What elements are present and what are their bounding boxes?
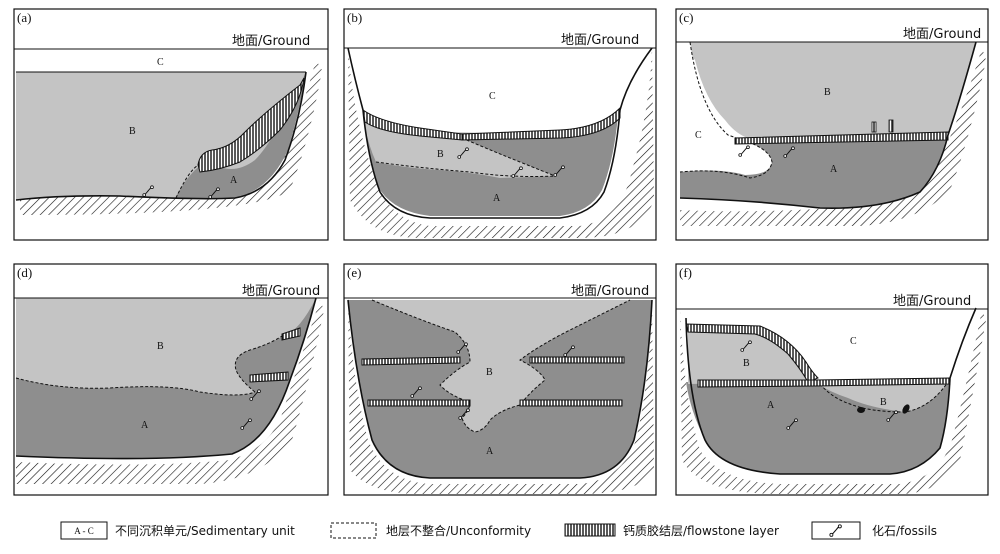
panel-b-ground-label: 地面/Ground (561, 33, 639, 48)
panel-e-unit-b: B (486, 367, 493, 378)
panel-b-label: (b) (347, 10, 362, 25)
legend-flowstone-swatch (564, 523, 616, 537)
panel-d-label: (d) (17, 265, 32, 280)
panel-f-unit-c: C (850, 336, 857, 347)
panel-b-unit-a: A (493, 193, 501, 204)
legend-unconformity-swatch (330, 522, 377, 539)
legend-fossil-text: 化石/fossils (872, 524, 937, 538)
panel-f-unit-a: A (767, 400, 775, 411)
panel-f-unit-b-lower: B (880, 397, 887, 408)
legend-unit-text: 不同沉积单元/Sedimentary unit (115, 524, 295, 538)
panel-f: (f) 地面/Ground C B A B (675, 263, 989, 496)
panel-d-ground-label: 地面/Ground (242, 284, 320, 299)
panel-e-unit-a: A (486, 446, 494, 457)
panel-b-unit-b: B (437, 149, 444, 160)
panel-c: (c) 地面/Ground B C A (675, 8, 989, 241)
panel-b: (b) 地面/Ground C B A (343, 8, 657, 241)
legend-flowstone-text: 钙质胶结层/flowstone layer (623, 523, 779, 538)
panel-c-label: (c) (679, 10, 693, 25)
panel-a-unit-a: A (230, 175, 238, 186)
panel-f-ground-label: 地面/Ground (893, 294, 971, 309)
legend-unit-box (60, 521, 108, 540)
panel-d: (d) 地面/Ground B A (13, 263, 329, 496)
panel-c-unit-a: A (830, 164, 838, 175)
legend: A - C 不同沉积单元/Sedimentary unit 地层不整合/Unco… (60, 521, 937, 540)
panel-a-ground-label: 地面/Ground (232, 34, 310, 49)
panel-c-ground-label: 地面/Ground (903, 27, 981, 42)
panel-e-label: (e) (347, 265, 361, 280)
panel-a-label: (a) (17, 10, 31, 25)
legend-unconformity-text: 地层不整合/Unconformity (386, 523, 531, 538)
panel-e: (e) 地面/Ground B A (343, 263, 657, 496)
panel-b-unit-c: C (489, 91, 496, 102)
panel-f-unit-b-upper: B (743, 358, 750, 369)
panel-a-unit-c: C (157, 57, 164, 68)
panel-f-label: (f) (679, 265, 692, 280)
panel-a: (a) 地面/Ground C B A (13, 8, 329, 241)
panel-d-unit-a: A (141, 420, 149, 431)
panel-d-unit-b: B (157, 341, 164, 352)
panel-a-unit-b: B (129, 126, 136, 137)
legend-unit-box-label: A - C (74, 526, 94, 536)
panel-c-unit-b: B (824, 87, 831, 98)
panel-e-ground-label: 地面/Ground (571, 284, 649, 299)
panel-c-unit-c: C (695, 130, 702, 141)
